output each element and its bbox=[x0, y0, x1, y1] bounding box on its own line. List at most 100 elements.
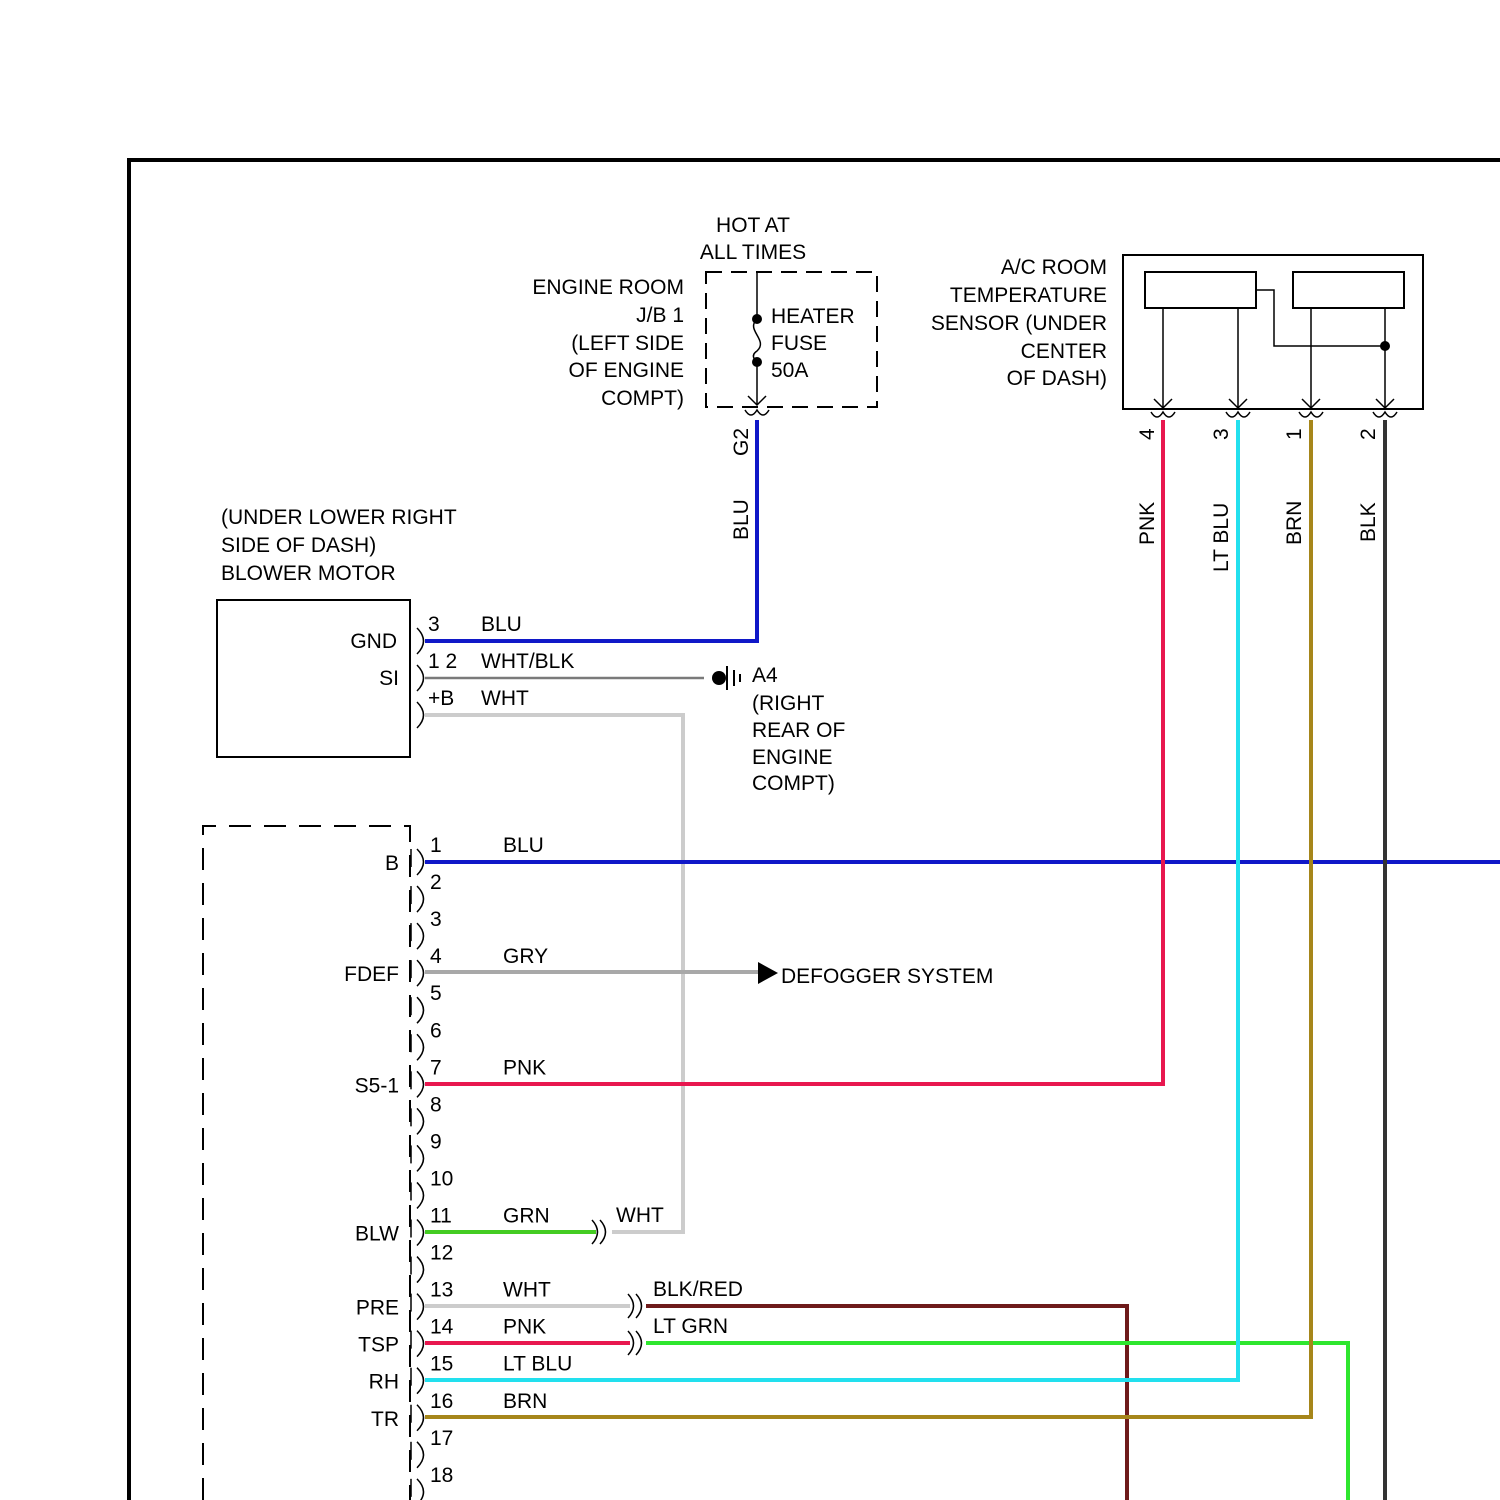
connector-pin-bracket bbox=[417, 1368, 424, 1394]
connector-pin-name: TSP bbox=[358, 1334, 399, 1357]
fuse-label-3: 50A bbox=[771, 359, 808, 382]
ground-location-3: ENGINE bbox=[752, 746, 833, 769]
ground-icon bbox=[727, 666, 740, 690]
connector-pin-bracket bbox=[417, 1108, 424, 1134]
connector-pin-number: 1 bbox=[430, 834, 442, 857]
hot-label-1: HOT AT bbox=[716, 214, 790, 237]
sensor-connector-icon bbox=[1151, 412, 1397, 417]
blower-location-line-1: (UNDER LOWER RIGHT bbox=[221, 506, 457, 529]
connector-pin-name: PRE bbox=[356, 1297, 399, 1320]
fuse-label-2: FUSE bbox=[771, 332, 827, 355]
connector-pin-name: S5-1 bbox=[355, 1074, 399, 1097]
ground-location-2: REAR OF bbox=[752, 719, 845, 742]
connector-pin-wire-label: GRN bbox=[503, 1205, 550, 1228]
jb-location-line-2: J/B 1 bbox=[636, 304, 684, 327]
sensor-housing bbox=[1123, 255, 1423, 409]
connector-pin-wire-label: BLU bbox=[503, 834, 544, 857]
sensor-pin-1: 1 bbox=[1283, 428, 1306, 440]
sensor-title-line-3: SENSOR (UNDER bbox=[931, 312, 1107, 335]
connector-g2-icon bbox=[745, 410, 769, 415]
connector-pin-wire-label: WHT bbox=[503, 1279, 551, 1302]
connector-pin-wire-label: LT BLU bbox=[503, 1353, 572, 1376]
connector-pin-bracket bbox=[417, 923, 424, 949]
wire-brn-tr bbox=[425, 420, 1311, 1417]
defogger-reference: DEFOGGER SYSTEM bbox=[758, 962, 993, 988]
wire-lt-grn-tsp bbox=[646, 1343, 1348, 1500]
ground-location-1: (RIGHT bbox=[752, 692, 824, 715]
connector-pin-number: 5 bbox=[430, 982, 442, 1005]
connector-pin-number: 8 bbox=[430, 1093, 442, 1116]
connector-pin-bracket bbox=[417, 1442, 424, 1468]
connector-pin-bracket bbox=[417, 1034, 424, 1060]
blower-pin-si: 1 2 bbox=[428, 650, 457, 673]
fuse-box: HOT AT ALL TIMES ENGINE ROOM J/B 1 (LEFT… bbox=[532, 214, 877, 540]
sensor-title-line-5: OF DASH) bbox=[1007, 367, 1107, 390]
blower-wire-wht-label: WHT bbox=[481, 687, 529, 710]
connector-pin-wire-label: PNK bbox=[503, 1056, 546, 1079]
connector-pin-number: 6 bbox=[430, 1019, 442, 1042]
connector-pin-name: BLW bbox=[355, 1223, 399, 1246]
sensor-pin-3: 3 bbox=[1210, 428, 1233, 440]
ac-amplifier-outline bbox=[203, 826, 410, 1500]
connector-pin-bracket bbox=[417, 1331, 424, 1357]
sensor-wire-pnk-label: PNK bbox=[1136, 502, 1159, 545]
jb-location-line-1: ENGINE ROOM bbox=[532, 276, 684, 299]
fuse-icon bbox=[753, 319, 760, 362]
blower-connector-icon bbox=[417, 628, 424, 728]
connector-pin-bracket bbox=[417, 1294, 424, 1320]
connector-pin-number: 3 bbox=[430, 908, 442, 931]
blower-terminal-gnd: GND bbox=[350, 630, 397, 653]
wire-blu-gnd bbox=[425, 420, 757, 641]
fuse-label-1: HEATER bbox=[771, 305, 855, 328]
diagram-frame bbox=[129, 160, 1500, 1500]
defogger-arrow-icon bbox=[758, 962, 778, 984]
connector-pin-name: TR bbox=[371, 1408, 399, 1431]
sensor-wire-brn-label: BRN bbox=[1283, 501, 1306, 545]
connector-pin-number: 15 bbox=[430, 1353, 453, 1376]
connector-pin-bracket bbox=[417, 960, 424, 986]
ac-room-temperature-sensor: A/C ROOM TEMPERATURE SENSOR (UNDER CENTE… bbox=[931, 255, 1423, 572]
blower-wire-blu-label: BLU bbox=[481, 613, 522, 636]
sensor-pin-4: 4 bbox=[1136, 428, 1159, 440]
connector-pin-wire-label: PNK bbox=[503, 1316, 546, 1339]
connector-pin-bracket bbox=[417, 1071, 424, 1097]
connector-pin-wire-label: GRY bbox=[503, 945, 548, 968]
connector-pin-bracket bbox=[417, 997, 424, 1023]
blower-wire-wht-blk-label: WHT/BLK bbox=[481, 650, 574, 673]
connector-pin-number: 14 bbox=[430, 1316, 454, 1339]
connector-pin-wire-label: BRN bbox=[503, 1390, 547, 1413]
sensor-title-line-4: CENTER bbox=[1021, 340, 1107, 363]
ac-amplifier-connector: 1BBLU234FDEFGRY567S5-1PNK891011BLWGRN121… bbox=[203, 826, 743, 1500]
connector-pin-number: 18 bbox=[430, 1464, 453, 1487]
jb-location-line-3: (LEFT SIDE bbox=[571, 332, 684, 355]
blower-location-line-2: SIDE OF DASH) bbox=[221, 534, 376, 557]
ground-location-4: COMPT) bbox=[752, 772, 835, 795]
sensor-wire-ltblu-label: LT BLU bbox=[1210, 503, 1233, 572]
splice-tsp-icon bbox=[628, 1331, 642, 1355]
connector-pin-number: 11 bbox=[430, 1205, 452, 1228]
connector-pin-bracket bbox=[417, 1479, 424, 1500]
connector-pin-name: B bbox=[385, 852, 399, 875]
connector-pin-bracket bbox=[417, 1257, 424, 1283]
splice-pre-icon bbox=[628, 1294, 642, 1318]
connector-pin-bracket bbox=[417, 1405, 424, 1431]
connector-pin-bracket bbox=[417, 1220, 424, 1246]
connector-pin-number: 2 bbox=[430, 871, 442, 894]
connector-g2-label: G2 bbox=[730, 428, 753, 456]
g2-wire-color-label: BLU bbox=[730, 499, 753, 540]
hot-label-2: ALL TIMES bbox=[700, 241, 806, 264]
blower-pin-plus-b: +B bbox=[428, 687, 454, 710]
connector-pin-number: 13 bbox=[430, 1279, 453, 1302]
blower-location-line-3: BLOWER MOTOR bbox=[221, 562, 396, 585]
wire-lt-blu-rh bbox=[425, 420, 1238, 1380]
connector-pin-name: RH bbox=[369, 1371, 399, 1394]
connector-pin-number: 17 bbox=[430, 1427, 453, 1450]
blower-motor: (UNDER LOWER RIGHT SIDE OF DASH) BLOWER … bbox=[217, 506, 574, 757]
connector-pin-number: 9 bbox=[430, 1130, 442, 1153]
connector-pins: 1BBLU234FDEFGRY567S5-1PNK891011BLWGRN121… bbox=[344, 834, 572, 1500]
defogger-label: DEFOGGER SYSTEM bbox=[781, 965, 993, 988]
splice-blw-out-label: WHT bbox=[616, 1204, 664, 1227]
connector-pin-bracket bbox=[417, 886, 424, 912]
